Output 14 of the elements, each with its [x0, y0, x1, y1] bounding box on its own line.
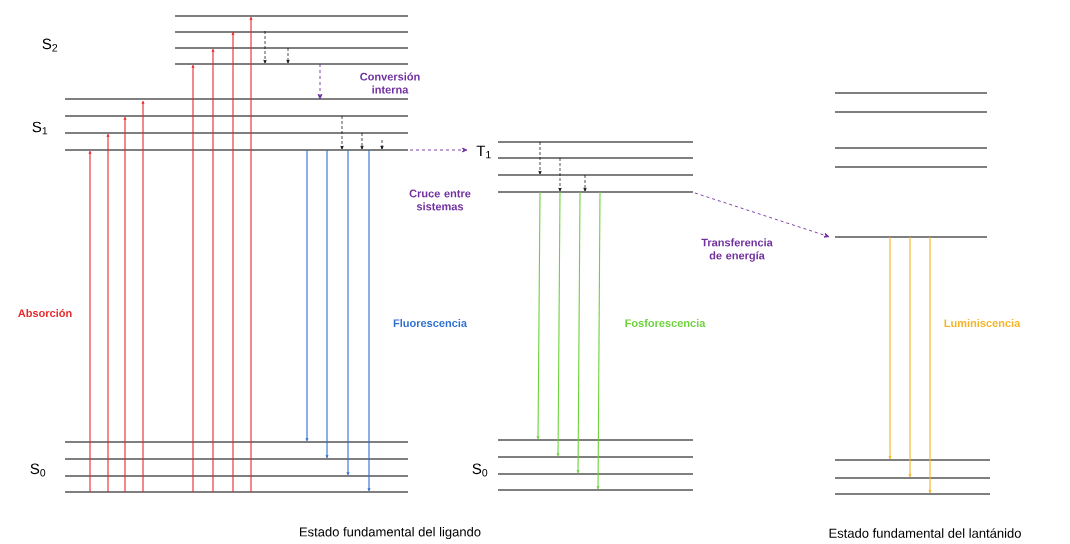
label: Estado fundamental del lantánido: [829, 528, 1021, 538]
label: S$_{0}$: [30, 463, 46, 477]
label: Fosforescencia: [625, 318, 706, 328]
label: Luminiscencia: [944, 318, 1021, 328]
label: S$_{2}$: [42, 38, 58, 52]
label: S$_{0}$: [472, 463, 488, 477]
label: Estado fundamental del ligando: [300, 526, 481, 540]
label: S$_{1}$: [32, 121, 48, 135]
label: T$_{1}$: [476, 145, 491, 159]
label: Conversión interna: [360, 72, 420, 94]
label: Fluorescencia: [393, 318, 468, 328]
label: Transferencia de energía: [701, 238, 773, 262]
label: Cruce entre sistemas: [409, 189, 471, 211]
label: Absorción: [18, 308, 72, 318]
